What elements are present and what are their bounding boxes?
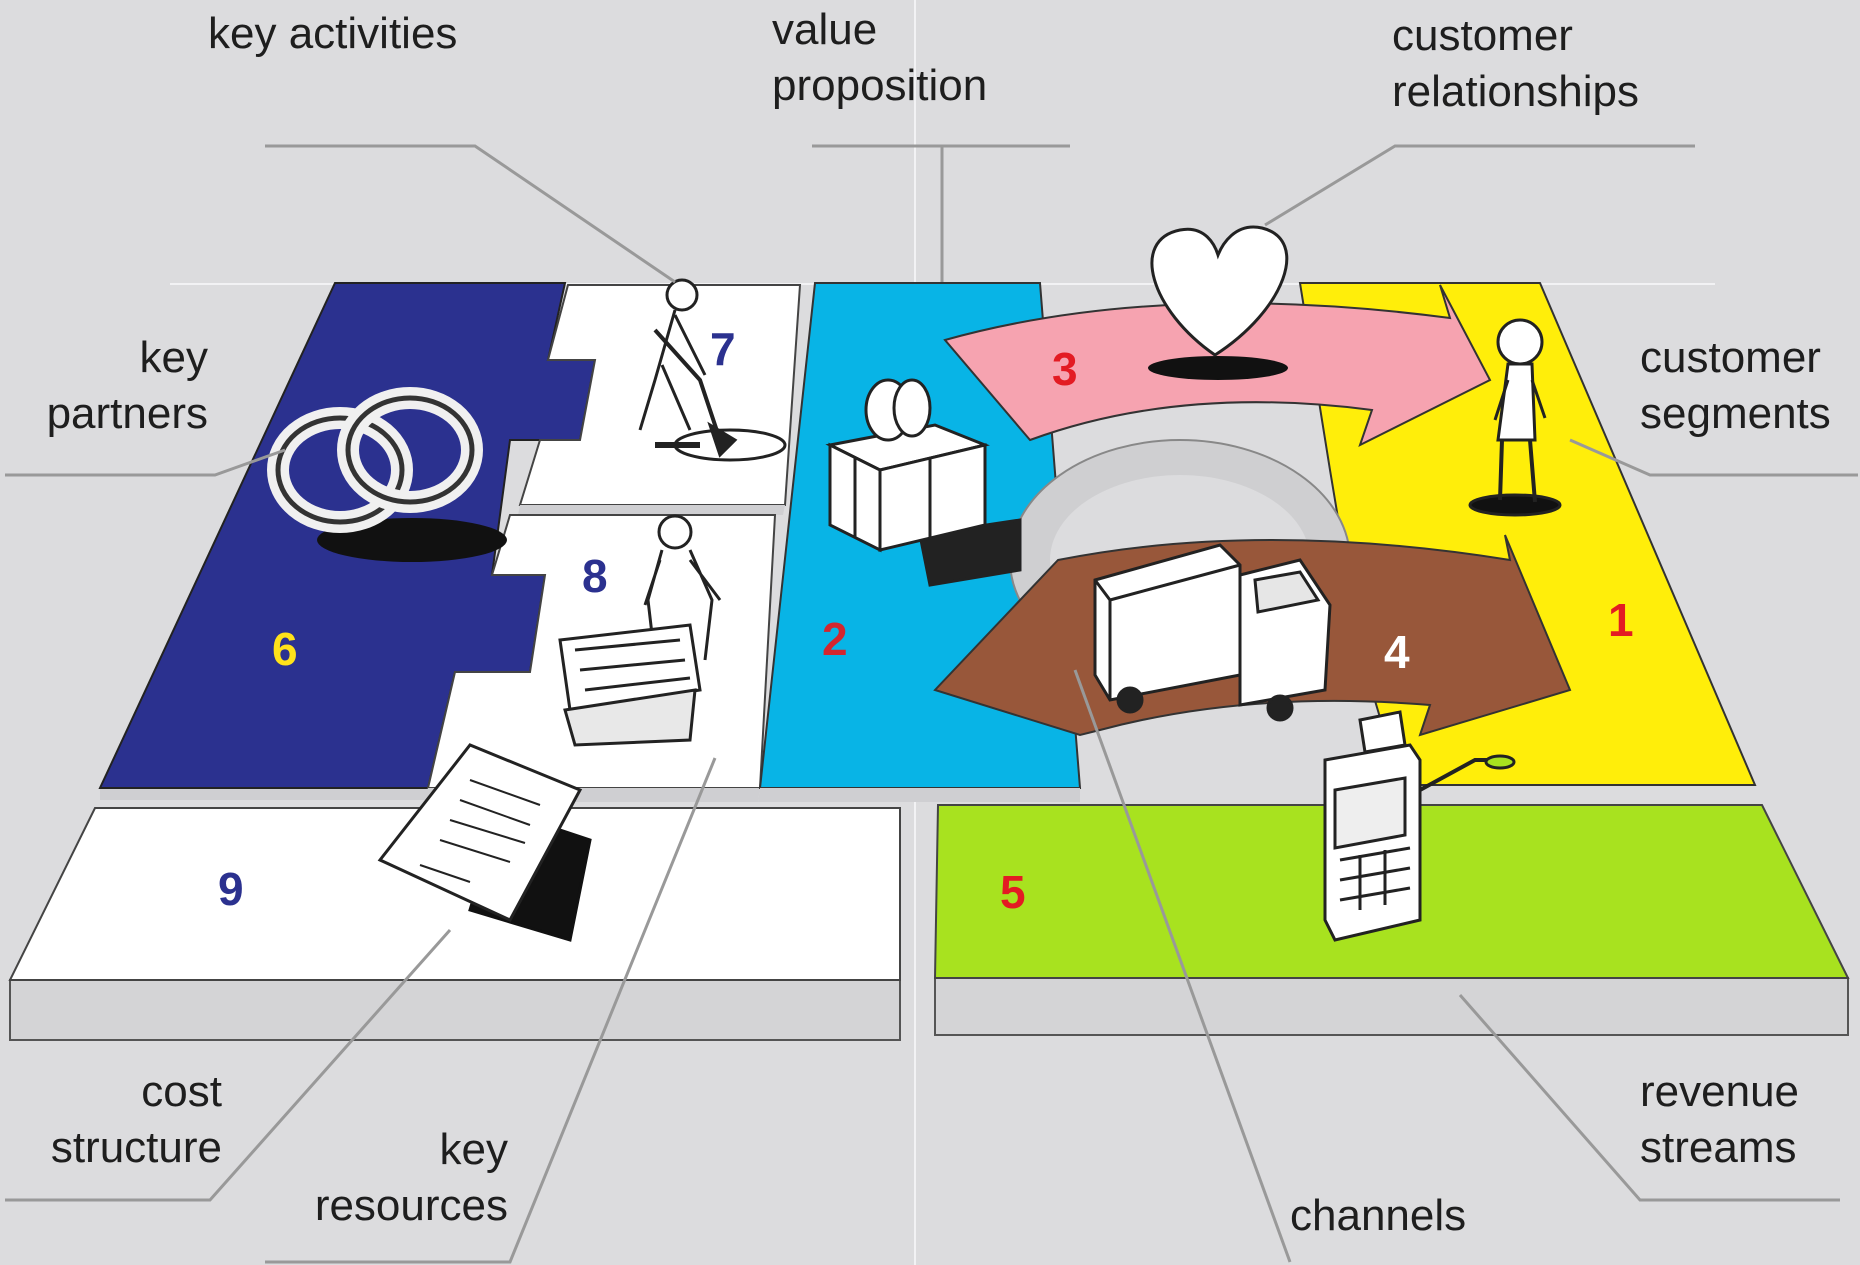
number-key-activities: 7 [710, 323, 736, 375]
cash-register-icon [1323, 710, 1516, 942]
label-key-activities: key activities [208, 9, 458, 58]
label-customer-relationships: customer relationships [1392, 11, 1640, 116]
person-standing-icon [1468, 318, 1562, 517]
person-digging-icon [638, 278, 787, 462]
label-key-resources: key resources [314, 1125, 508, 1230]
label-revenue-streams: revenue streams [1640, 1067, 1800, 1172]
invoice-document-icon [377, 743, 592, 942]
label-key-partners: key partners [46, 333, 208, 438]
label-customer-segments: customer segments [1640, 333, 1831, 438]
number-value-proposition: 2 [822, 613, 848, 665]
interlocked-rings-icon [267, 387, 507, 562]
gift-box-icon [825, 378, 1022, 587]
number-key-partners: 6 [272, 623, 298, 675]
number-revenue-streams: 5 [1000, 866, 1026, 918]
number-cost-structure: 9 [218, 863, 244, 915]
delivery-truck-icon [1093, 543, 1332, 722]
number-customer-relationships: 3 [1052, 343, 1078, 395]
heart-icon [1148, 225, 1289, 380]
label-channels: channels [1290, 1191, 1467, 1240]
label-cost-structure: cost structure [50, 1067, 222, 1172]
number-key-resources: 8 [582, 550, 608, 602]
number-customer-segments: 1 [1608, 594, 1634, 646]
person-with-machine-icon [558, 514, 722, 747]
label-value-proposition: value proposition [772, 5, 988, 110]
leader-lines [5, 144, 1858, 1264]
number-channels: 4 [1384, 626, 1410, 678]
